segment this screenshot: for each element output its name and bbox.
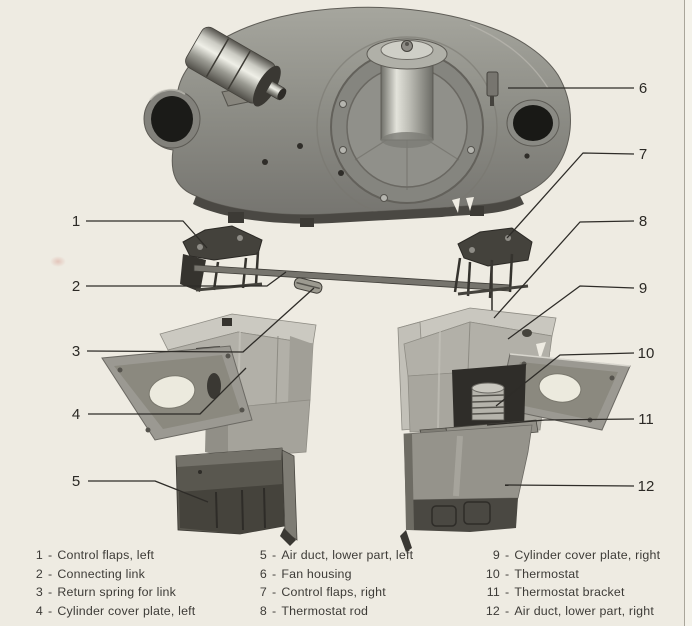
legend-entry-label: Air duct, lower part, right: [514, 603, 655, 618]
legend-entry-number: 8: [259, 603, 267, 618]
legend-separator: -: [505, 585, 510, 600]
legend-entry-label: Air duct, lower part, left: [281, 548, 414, 563]
fan-hub: [330, 38, 484, 204]
legend-separator: -: [505, 566, 510, 581]
legend-entry: 5 - Air duct, lower part, left: [254, 546, 413, 565]
legend-separator: -: [505, 603, 510, 618]
print-smudge: [50, 256, 66, 267]
leader-line-3: [86, 287, 315, 353]
legend-entry-number: 2: [35, 566, 43, 581]
air-duct-lower-right: [400, 424, 533, 552]
legend-separator: -: [272, 585, 277, 600]
legend-entry: 9 - Cylinder cover plate, right: [480, 546, 660, 565]
control-flaps-right: [453, 227, 533, 299]
leader-line-2: [86, 271, 287, 287]
callout-number-3: 3: [72, 343, 80, 360]
legend-entry-number: 12: [485, 603, 500, 618]
legend-entry-number: 3: [35, 585, 43, 600]
callout-number-11: 11: [638, 411, 654, 428]
legend-column-1: 1 - Control flaps, left 2 - Connecting l…: [30, 546, 195, 620]
legend-entry-label: Connecting link: [57, 566, 146, 581]
legend-entry: 4 - Cylinder cover plate, left: [30, 602, 195, 621]
legend-entry-number: 9: [492, 548, 500, 563]
legend-entry: 10 - Thermostat: [480, 565, 660, 584]
leader-lines: [86, 87, 635, 503]
legend-entry-label: Cylinder cover plate, right: [514, 548, 661, 563]
legend-column-2: 5 - Air duct, lower part, left 6 - Fan h…: [254, 546, 413, 620]
legend-entry: 7 - Control flaps, right: [254, 583, 413, 602]
generator: [185, 26, 287, 107]
callout-number-5: 5: [72, 473, 80, 490]
legend-entry-label: Thermostat: [514, 566, 579, 581]
leader-line-1: [86, 220, 208, 249]
legend-separator: -: [272, 548, 277, 563]
legend-entry-number: 6: [259, 566, 267, 581]
legend-separator: -: [505, 548, 510, 563]
legend-entry: 12 - Air duct, lower part, right: [480, 602, 660, 621]
legend-entry-label: Thermostat bracket: [514, 585, 625, 600]
air-duct-lower-left: [175, 447, 298, 546]
callout-number-12: 12: [638, 478, 655, 495]
leader-line-11: [486, 418, 635, 426]
legend-entry-label: Return spring for link: [57, 585, 177, 600]
leader-line-9: [507, 285, 635, 340]
legend-entry-number: 11: [486, 585, 500, 600]
legend-entry-label: Cylinder cover plate, left: [57, 603, 196, 618]
callout-numbers: 1 2 3 4 5 6 7 8 9 10 11 12: [72, 80, 655, 495]
legend-separator: -: [48, 603, 53, 618]
callout-number-10: 10: [638, 345, 655, 362]
legend-separator: -: [48, 548, 53, 563]
page-edge-line: [684, 0, 685, 626]
control-flaps-left: [180, 225, 263, 292]
leader-line-12: [504, 484, 635, 487]
callout-number-6: 6: [639, 80, 647, 97]
legend-entry-label: Thermostat rod: [281, 603, 369, 618]
return-spring: [293, 277, 323, 294]
legend-entry-label: Fan housing: [281, 566, 352, 581]
page-edge-strip: [685, 0, 692, 626]
legend-entry-number: 7: [259, 585, 267, 600]
callout-number-9: 9: [639, 280, 647, 297]
legend-entry: 8 - Thermostat rod: [254, 602, 413, 621]
legend-separator: -: [48, 585, 53, 600]
legend-entry-label: Control flaps, left: [57, 548, 155, 563]
legend-entry: 3 - Return spring for link: [30, 583, 195, 602]
plate-left-bolts: [117, 353, 245, 433]
legend-column-3: 9 - Cylinder cover plate, right 10 - The…: [480, 546, 660, 620]
legend-separator: -: [272, 603, 277, 618]
callout-number-4: 4: [72, 406, 80, 423]
legend-entry: 1 - Control flaps, left: [30, 546, 195, 565]
leader-line-7: [506, 152, 635, 239]
legend-separator: -: [272, 566, 277, 581]
housing-fitting: [486, 71, 499, 106]
housing-bottom-flange: [193, 196, 524, 224]
legend-entry-number: 4: [35, 603, 43, 618]
legend-entry: 11 - Thermostat bracket: [480, 583, 660, 602]
cylinder-cover-plate-left: [101, 345, 253, 441]
legend-entry-label: Control flaps, right: [281, 585, 386, 600]
callout-number-1: 1: [72, 213, 80, 230]
legend-entry: 6 - Fan housing: [254, 565, 413, 584]
right-air-intake: [506, 99, 560, 147]
legend-separator: -: [48, 566, 53, 581]
left-air-intake: [143, 88, 201, 149]
legend-entry: 2 - Connecting link: [30, 565, 195, 584]
callout-number-7: 7: [639, 146, 647, 163]
leader-line-8: [493, 220, 635, 319]
leader-line-4: [88, 367, 247, 415]
leader-line-10: [495, 352, 635, 407]
legend-entry-number: 10: [485, 566, 500, 581]
legend-entry-number: 1: [35, 548, 43, 563]
callout-number-8: 8: [639, 213, 647, 230]
legend-entry-number: 5: [259, 548, 267, 563]
callout-number-2: 2: [72, 278, 80, 295]
leader-line-5: [88, 480, 209, 503]
